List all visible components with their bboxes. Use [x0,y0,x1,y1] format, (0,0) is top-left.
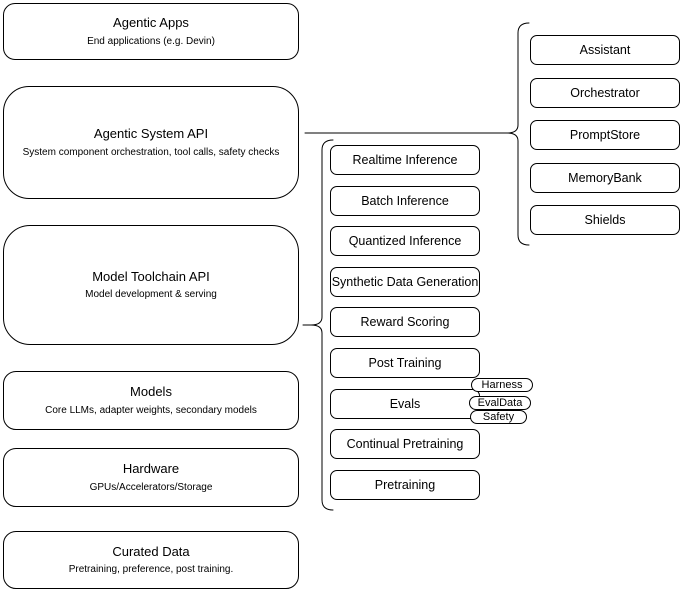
node-subtitle: GPUs/Accelerators/Storage [89,481,213,493]
node-realtime-inference: Realtime Inference [330,145,480,175]
badge-evaldata: EvalData [469,396,531,410]
node-synthetic-data-generation: Synthetic Data Generation [330,267,480,297]
node-continual-pretraining: Continual Pretraining [330,429,480,459]
badge-safety: Safety [470,410,527,424]
node-label: Realtime Inference [352,153,458,167]
node-label: Pretraining [374,478,436,492]
node-memorybank: MemoryBank [530,163,680,193]
node-subtitle: Core LLMs, adapter weights, secondary mo… [45,404,257,416]
node-agentic-system-api: Agentic System API System component orch… [3,86,299,199]
node-evals: Evals [330,389,480,419]
node-label: Reward Scoring [360,315,450,329]
node-curated-data: Curated Data Pretraining, preference, po… [3,531,299,589]
node-label: Post Training [368,356,442,370]
node-shields: Shields [530,205,680,235]
node-title: Hardware [122,461,180,477]
node-title: Agentic System API [93,126,209,142]
system-curly-bracket [506,22,530,246]
node-label: Quantized Inference [348,234,462,248]
node-label: Evals [389,397,421,411]
node-hardware: Hardware GPUs/Accelerators/Storage [3,448,299,507]
node-orchestrator: Orchestrator [530,78,680,108]
node-agentic-apps: Agentic Apps End applications (e.g. Devi… [3,3,299,60]
node-quantized-inference: Quantized Inference [330,226,480,256]
badge-label: Harness [481,379,523,391]
node-subtitle: Model development & serving [85,289,217,301]
node-pretraining: Pretraining [330,470,480,500]
node-models: Models Core LLMs, adapter weights, secon… [3,371,299,430]
node-label: Continual Pretraining [346,437,464,451]
node-label: MemoryBank [568,171,642,185]
node-label: Orchestrator [570,86,640,100]
node-subtitle: End applications (e.g. Devin) [87,35,215,47]
node-model-toolchain-api: Model Toolchain API Model development & … [3,225,299,345]
node-assistant: Assistant [530,35,680,65]
node-label: Assistant [579,43,631,57]
node-subtitle: System component orchestration, tool cal… [22,146,280,158]
node-subtitle: Pretraining, preference, post training. [68,564,234,576]
badge-label: Safety [482,411,515,423]
node-reward-scoring: Reward Scoring [330,307,480,337]
node-label: Batch Inference [361,194,449,208]
node-title: Model Toolchain API [92,268,210,284]
node-post-training: Post Training [330,348,480,378]
node-title: Curated Data [112,543,190,559]
node-label: Shields [584,213,626,227]
node-label: PromptStore [569,128,641,142]
node-title: Models [130,384,172,400]
badge-harness: Harness [471,378,533,392]
node-label: Synthetic Data Generation [331,275,479,289]
node-title: Agentic Apps [113,15,189,31]
node-promptstore: PromptStore [530,120,680,150]
badge-label: EvalData [477,397,523,409]
node-batch-inference: Batch Inference [330,186,480,216]
